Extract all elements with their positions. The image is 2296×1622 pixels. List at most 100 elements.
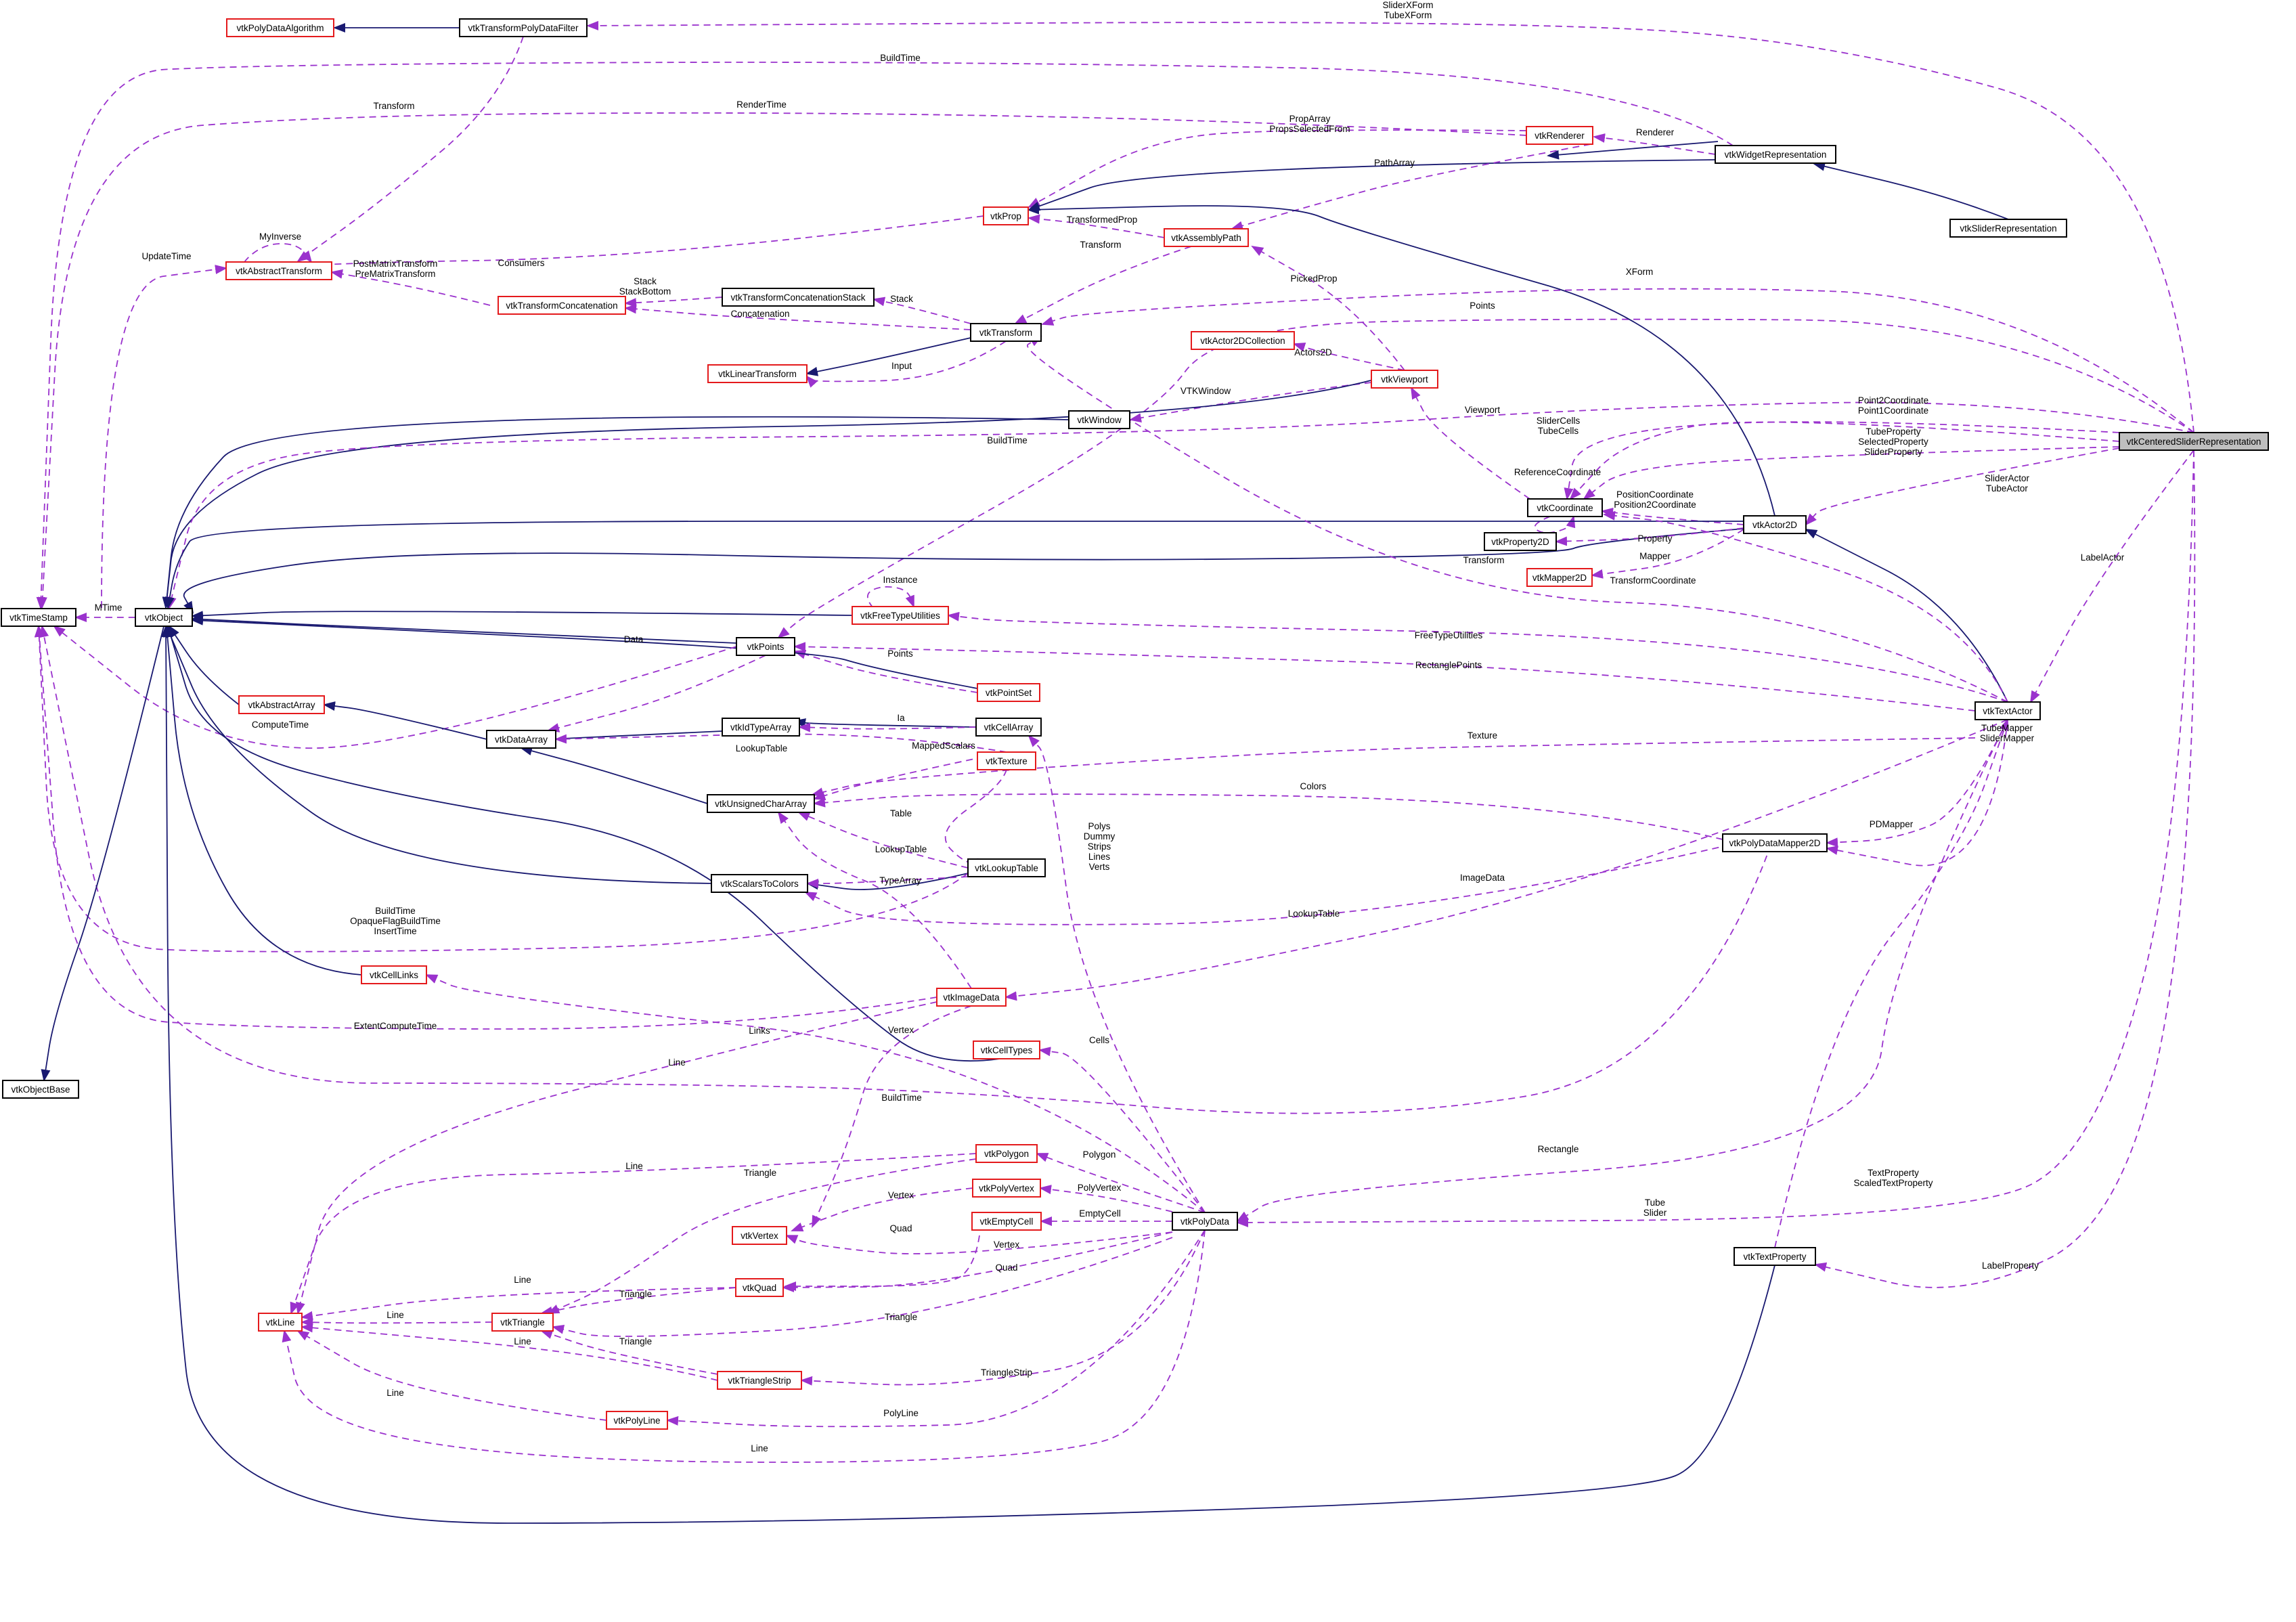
class-node-data-array[interactable]: vtkDataArray [486, 730, 556, 749]
edge-label-slidercells: SliderCells [1537, 416, 1581, 426]
class-node-window[interactable]: vtkWindow [1068, 410, 1130, 429]
class-node-free-type-utilities[interactable]: vtkFreeTypeUtilities [852, 606, 949, 625]
edge-path [41, 626, 164, 1082]
edge-label-vertex-polyvertex: Vertex [888, 1190, 914, 1200]
edge-path [191, 614, 737, 644]
class-node-texture[interactable]: vtkTexture [977, 751, 1036, 770]
node-label: vtkCellArray [984, 722, 1034, 732]
class-node-widget-representation[interactable]: vtkWidgetRepresentation [1715, 145, 1836, 164]
class-node-time-stamp[interactable]: vtkTimeStamp [1, 608, 76, 627]
class-node-scalars-to-colors[interactable]: vtkScalarsToColors [711, 874, 808, 893]
class-node-mapper2-d[interactable]: vtkMapper2D [1526, 568, 1593, 587]
node-label: vtkTriangle [500, 1317, 545, 1328]
edge-path [1041, 288, 2194, 433]
class-node-object[interactable]: vtkObject [135, 608, 193, 627]
class-node-empty-cell[interactable]: vtkEmptyCell [971, 1212, 1042, 1231]
edge-path [1028, 129, 1527, 208]
class-node-text-actor[interactable]: vtkTextActor [1974, 701, 2041, 720]
class-node-lookup-table[interactable]: vtkLookupTable [967, 858, 1046, 877]
class-node-slider-representation[interactable]: vtkSliderRepresentation [1949, 219, 2067, 238]
node-label: vtkAssemblyPath [1171, 233, 1241, 243]
node-label: vtkProperty2D [1491, 537, 1549, 547]
class-node-linear-transform[interactable]: vtkLinearTransform [707, 364, 808, 383]
edge-label-cells: Cells [1089, 1035, 1109, 1045]
class-node-quad[interactable]: vtkQuad [735, 1278, 784, 1297]
inheritance-edge [191, 614, 737, 644]
class-node-line[interactable]: vtkLine [258, 1313, 303, 1332]
edge-label-line-tri: Line [387, 1310, 404, 1320]
node-box [1949, 219, 2067, 238]
node-label: vtkWindow [1077, 415, 1122, 425]
class-node-points[interactable]: vtkPoints [736, 637, 795, 656]
inheritance-edge [41, 626, 164, 1082]
usage-edge [785, 1231, 1173, 1254]
edge-label-myinverse: MyInverse [259, 232, 301, 242]
class-node-abstract-array[interactable]: vtkAbstractArray [238, 695, 325, 714]
usage-edge [791, 1187, 973, 1232]
inheritance-edge [183, 528, 1744, 614]
usage-edge [301, 1317, 493, 1328]
class-node-property2-d[interactable]: vtkProperty2D [1484, 532, 1557, 551]
class-node-renderer[interactable]: vtkRenderer [1526, 126, 1593, 145]
class-node-poly-data-mapper2-d[interactable]: vtkPolyDataMapper2D [1722, 833, 1828, 852]
class-node-image-data[interactable]: vtkImageData [936, 988, 1007, 1007]
node-label: vtkTriangleStrip [728, 1376, 791, 1386]
class-node-cell-array[interactable]: vtkCellArray [975, 718, 1042, 737]
class-node-unsigned-char-array[interactable]: vtkUnsignedCharArray [707, 794, 815, 813]
class-node-poly-data[interactable]: vtkPolyData [1172, 1212, 1238, 1231]
node-box [1734, 1247, 1816, 1266]
class-node-actor2-d[interactable]: vtkActor2D [1743, 515, 1807, 534]
class-node-poly-data-algorithm[interactable]: vtkPolyDataAlgorithm [226, 18, 334, 37]
node-box [936, 988, 1007, 1007]
node-label: vtkEmptyCell [980, 1216, 1034, 1227]
class-node-prop[interactable]: vtkProp [983, 206, 1029, 225]
edge-path [813, 751, 1007, 800]
usage-edge [554, 733, 1007, 753]
class-node-object-base[interactable]: vtkObjectBase [2, 1080, 79, 1099]
class-node-abstract-transform[interactable]: vtkAbstractTransform [225, 261, 332, 280]
class-node-transform-concatenation[interactable]: vtkTransformConcatenation [498, 296, 626, 315]
edge-path [296, 1001, 937, 1315]
node-box [1068, 410, 1130, 429]
edge-path [547, 1158, 977, 1314]
edge-path [282, 1229, 1206, 1463]
class-node-cell-types[interactable]: vtkCellTypes [973, 1040, 1040, 1059]
class-node-assembly-path[interactable]: vtkAssemblyPath [1164, 228, 1249, 247]
class-node-triangle-strip[interactable]: vtkTriangleStrip [717, 1371, 802, 1390]
node-label: vtkQuad [743, 1283, 776, 1293]
class-node-text-property[interactable]: vtkTextProperty [1734, 1247, 1816, 1266]
usage-edge [947, 611, 2008, 703]
usage-edge [34, 625, 969, 952]
edge-path [1027, 204, 1775, 517]
node-label: vtkCellTypes [981, 1045, 1033, 1055]
node-label: vtkTexture [986, 756, 1028, 766]
edge-label-lookuptable-mid: LookupTable [875, 844, 927, 854]
edge-path [813, 793, 1723, 840]
class-node-triangle[interactable]: vtkTriangle [491, 1313, 554, 1332]
node-label: vtkFreeTypeUtilities [860, 611, 940, 621]
edge-label-proparray: PropArray [1289, 114, 1331, 124]
edge-label-polyvertex: PolyVertex [1078, 1183, 1122, 1193]
edge-label-line-pd: Line [751, 1443, 768, 1453]
edge-path [1826, 719, 2008, 867]
class-node-id-type-array[interactable]: vtkIdTypeArray [722, 718, 800, 737]
class-node-poly-vertex[interactable]: vtkPolyVertex [972, 1179, 1041, 1198]
class-node-transform-poly-data-filter[interactable]: vtkTransformPolyDataFilter [459, 18, 588, 37]
node-box [852, 606, 949, 625]
class-node-cell-links[interactable]: vtkCellLinks [361, 965, 427, 984]
edge-label-concatenation: Concatenation [730, 309, 789, 319]
class-node-viewport[interactable]: vtkViewport [1371, 370, 1438, 389]
class-node-transform[interactable]: vtkTransform [970, 323, 1042, 342]
node-label: vtkImageData [943, 992, 1000, 1003]
class-node-poly-line[interactable]: vtkPolyLine [606, 1411, 668, 1430]
edge-path [1236, 450, 2194, 1227]
class-node-point-set[interactable]: vtkPointSet [977, 683, 1040, 702]
class-node-vertex[interactable]: vtkVertex [732, 1226, 787, 1245]
usage-edge [547, 655, 766, 732]
class-node-transform-concatenation-stack[interactable]: vtkTransformConcatenationStack [722, 288, 875, 307]
class-node-polygon[interactable]: vtkPolygon [975, 1144, 1038, 1163]
class-node-coordinate[interactable]: vtkCoordinate [1527, 498, 1603, 517]
class-node-actor2-dcollection[interactable]: vtkActor2DCollection [1191, 331, 1295, 350]
inheritance-edge [191, 611, 853, 621]
